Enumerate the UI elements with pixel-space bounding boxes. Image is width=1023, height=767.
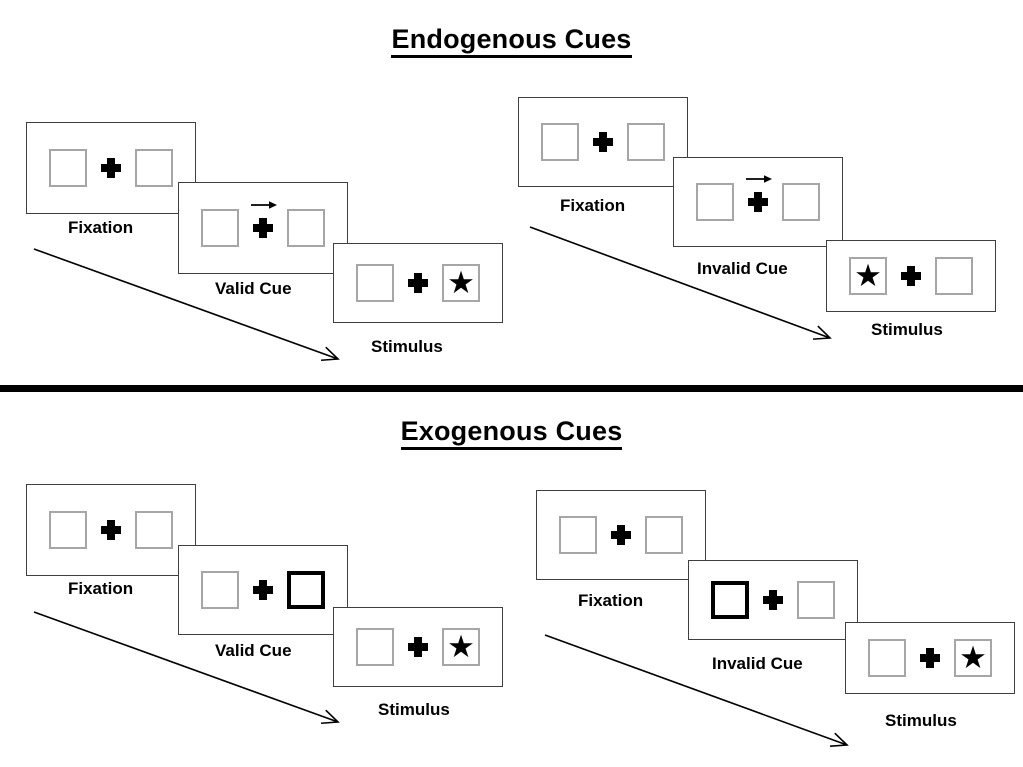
fixation-cross-icon — [100, 519, 122, 541]
exogenous-valid-time-arrow — [33, 611, 340, 725]
left-box: ★ — [849, 257, 887, 295]
section-title-text: Endogenous Cues — [391, 24, 632, 58]
right-box: ★ — [954, 639, 992, 677]
fixation-cross-group — [906, 647, 954, 669]
caption-endogenous-valid-stimulus: Stimulus — [371, 337, 443, 356]
caption-endogenous-valid-valid-cue: Valid Cue — [215, 279, 292, 298]
star-icon: ★ — [447, 628, 475, 664]
caption-endogenous-invalid-invalid-cue: Invalid Cue — [697, 259, 788, 278]
left-box — [201, 209, 239, 247]
panel-endogenous-valid-fixation — [26, 122, 196, 214]
right-box — [627, 123, 665, 161]
fixation-cross-icon — [592, 131, 614, 153]
panel-content — [179, 571, 347, 609]
left-box — [49, 511, 87, 549]
panel-content: ★ — [827, 257, 995, 295]
left-box-cued — [711, 581, 749, 619]
right-box — [797, 581, 835, 619]
fixation-cross-group — [87, 519, 135, 541]
arrow-right-icon — [251, 201, 277, 209]
fixation-cross-group — [239, 201, 287, 239]
left-box — [559, 516, 597, 554]
fixation-cross-icon — [610, 524, 632, 546]
panel-content — [27, 511, 195, 549]
endogenous-invalid-time-arrow — [529, 226, 832, 340]
right-box — [645, 516, 683, 554]
fixation-cross-icon — [407, 272, 429, 294]
caption-endogenous-valid-fixation: Fixation — [68, 218, 134, 237]
panel-exogenous-invalid-fixation — [536, 490, 706, 580]
star-icon: ★ — [447, 264, 475, 300]
panel-exogenous-valid-fixation — [26, 484, 196, 576]
caption-exogenous-invalid-invalid-cue: Invalid Cue — [712, 654, 803, 673]
fixation-cross-group — [394, 272, 442, 294]
right-box: ★ — [442, 264, 480, 302]
arrow-right-icon — [746, 175, 772, 183]
fixation-cross-icon — [252, 217, 274, 239]
left-box — [696, 183, 734, 221]
panel-endogenous-invalid-stimulus: ★ — [826, 240, 996, 312]
fixation-cross-icon — [919, 647, 941, 669]
star-icon: ★ — [854, 257, 882, 293]
panel-content: ★ — [334, 628, 502, 666]
panel-content — [537, 516, 705, 554]
caption-endogenous-invalid-stimulus: Stimulus — [871, 320, 943, 339]
panel-endogenous-invalid-fixation — [518, 97, 688, 187]
right-box — [135, 511, 173, 549]
fixation-cross-icon — [762, 589, 784, 611]
exogenous-invalid-time-arrow — [544, 634, 849, 747]
panel-content — [27, 149, 195, 187]
caption-exogenous-valid-fixation: Fixation — [68, 579, 134, 598]
panel-endogenous-valid-valid-cue — [178, 182, 348, 274]
left-box — [356, 628, 394, 666]
panel-content — [674, 175, 842, 221]
panel-content — [689, 581, 857, 619]
fixation-cross-icon — [747, 191, 769, 213]
fixation-cross-group — [579, 131, 627, 153]
right-box — [782, 183, 820, 221]
caption-exogenous-valid-stimulus: Stimulus — [378, 700, 450, 719]
fixation-cross-group — [749, 589, 797, 611]
section-title-text: Exogenous Cues — [400, 416, 623, 450]
fixation-cross-icon — [100, 157, 122, 179]
caption-exogenous-invalid-fixation: Fixation — [578, 591, 644, 610]
panel-content: ★ — [334, 264, 502, 302]
star-icon: ★ — [959, 639, 987, 675]
panel-exogenous-valid-stimulus: ★ — [333, 607, 503, 687]
panel-exogenous-invalid-stimulus: ★ — [845, 622, 1015, 694]
section-title-exogenous: Exogenous Cues — [0, 416, 1023, 450]
section-divider — [0, 385, 1023, 392]
panel-content: ★ — [846, 639, 1014, 677]
panel-content — [179, 201, 347, 247]
panel-exogenous-invalid-invalid-cue — [688, 560, 858, 640]
fixation-cross-group — [734, 175, 782, 213]
endogenous-valid-time-arrow — [33, 248, 340, 362]
left-box — [201, 571, 239, 609]
fixation-cross-group — [597, 524, 645, 546]
panel-endogenous-valid-stimulus: ★ — [333, 243, 503, 323]
right-box: ★ — [442, 628, 480, 666]
caption-endogenous-invalid-fixation: Fixation — [560, 196, 626, 215]
caption-exogenous-invalid-stimulus: Stimulus — [885, 711, 957, 730]
left-box — [49, 149, 87, 187]
fixation-cross-icon — [407, 636, 429, 658]
fixation-cross-icon — [900, 265, 922, 287]
fixation-cross-group — [394, 636, 442, 658]
caption-exogenous-valid-valid-cue: Valid Cue — [215, 641, 292, 660]
left-box — [541, 123, 579, 161]
panel-exogenous-valid-valid-cue — [178, 545, 348, 635]
right-box — [935, 257, 973, 295]
panel-content — [519, 123, 687, 161]
left-box — [868, 639, 906, 677]
panel-endogenous-invalid-invalid-cue — [673, 157, 843, 247]
right-box-cued — [287, 571, 325, 609]
fixation-cross-group — [239, 579, 287, 601]
right-box — [135, 149, 173, 187]
fixation-cross-group — [887, 265, 935, 287]
fixation-cross-group — [87, 157, 135, 179]
left-box — [356, 264, 394, 302]
fixation-cross-icon — [252, 579, 274, 601]
section-title-endogenous: Endogenous Cues — [0, 24, 1023, 58]
right-box — [287, 209, 325, 247]
